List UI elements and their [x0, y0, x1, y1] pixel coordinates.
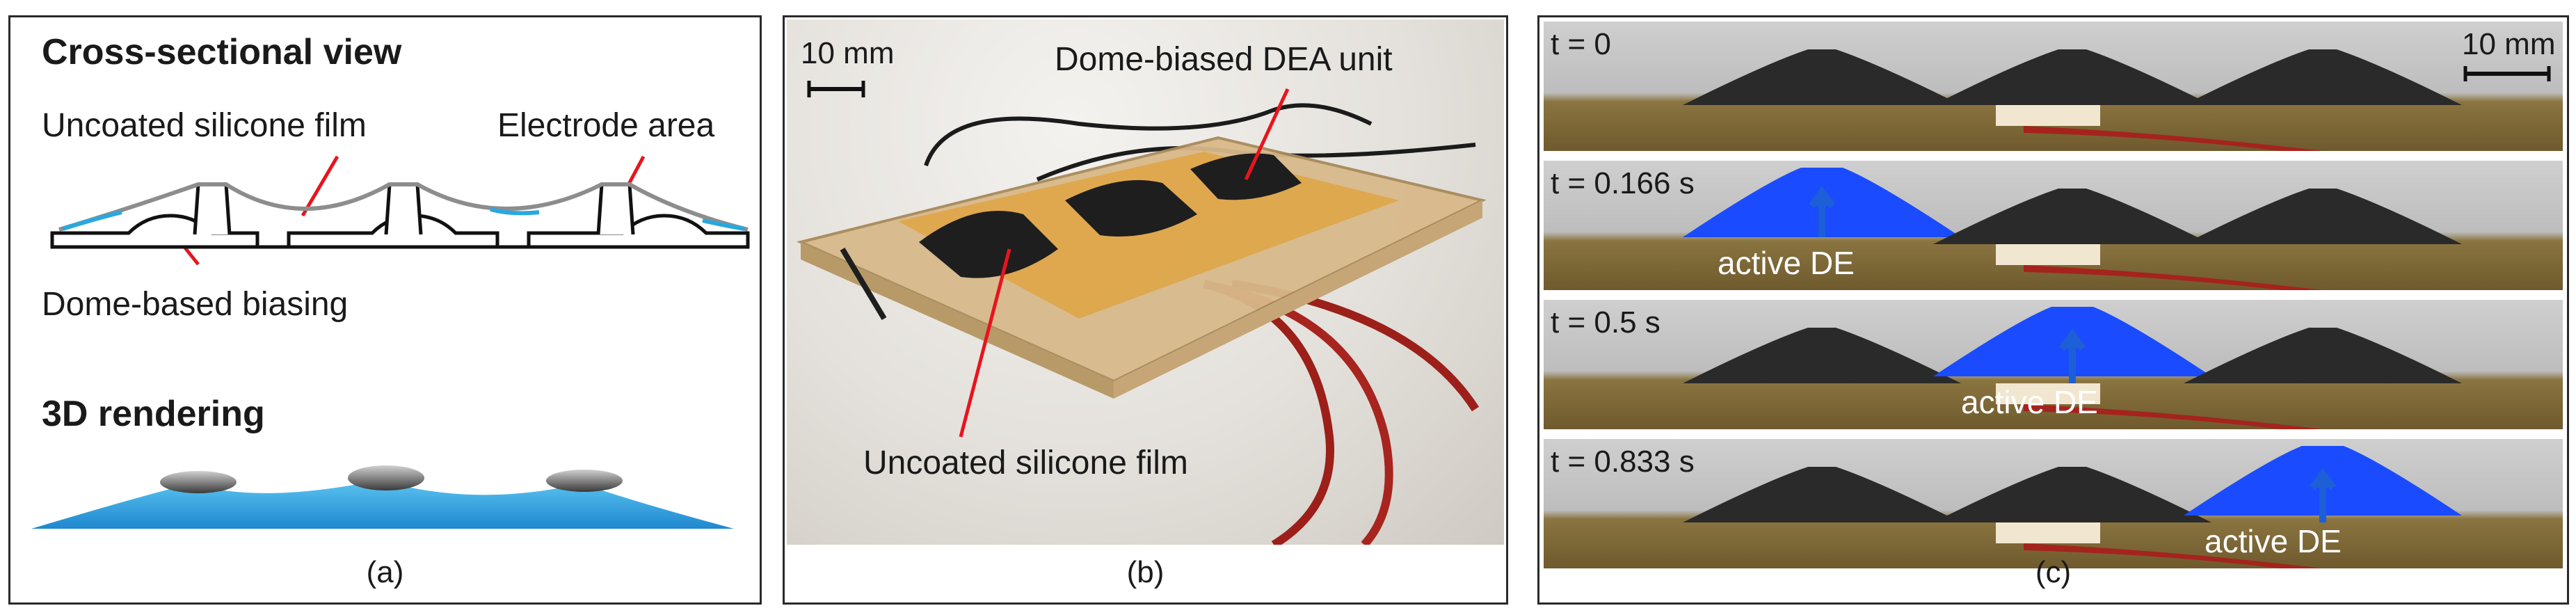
up-arrow-icon: [2059, 328, 2086, 383]
red-wires: [2024, 404, 2323, 429]
electrode-1: [1683, 49, 1961, 105]
panel-c: t = 0 10 mm t = 0.166 s active DE: [1537, 15, 2569, 605]
post-1: [193, 182, 232, 235]
dome-3: [546, 470, 623, 492]
red-wires: [2024, 126, 2323, 151]
scale-label-c: 10 mm: [2462, 27, 2556, 61]
electrode-1: [1683, 328, 1961, 383]
panel-a: Cross-sectional view Uncoated silicone f…: [8, 15, 762, 605]
scale-bar-c: [2463, 66, 2551, 81]
rendering-heading: 3D rendering: [42, 394, 265, 434]
dome-leader-line: [183, 246, 200, 266]
active-de-label: active DE: [1718, 245, 1855, 281]
electrode-2: [1933, 49, 2211, 105]
electrode-3: [2184, 328, 2462, 383]
time-label: t = 0.833 s: [1551, 445, 1695, 479]
dome-2: [348, 465, 424, 490]
electrode-3: [2184, 189, 2462, 244]
caption-a: (a): [366, 555, 404, 589]
electrode-3: [2184, 49, 2462, 105]
caption-c: (c): [2035, 555, 2072, 589]
up-arrow-icon: [2310, 468, 2336, 522]
frame-t0: t = 0 10 mm: [1544, 22, 2563, 151]
black-cable-1: [924, 103, 1373, 166]
caption-b: (b): [1126, 555, 1165, 589]
device-base-side: [1114, 200, 1482, 399]
post-2: [384, 182, 423, 235]
time-label: t = 0.5 s: [1551, 305, 1661, 340]
active-de-label: active DE: [2205, 523, 2342, 559]
cross-section-diagram: [50, 155, 750, 266]
electrode-segment-2: [490, 207, 540, 216]
red-wires: [2024, 543, 2323, 568]
3d-rendering: [31, 465, 734, 529]
post-3: [596, 182, 635, 235]
dome-1: [160, 471, 237, 493]
device-base-edge: [801, 242, 1114, 399]
uncoated-film-label-b: Uncoated silicone film: [863, 445, 1188, 481]
dea-unit-label: Dome-biased DEA unit: [1055, 41, 1393, 78]
time-label: t = 0: [1551, 27, 1611, 61]
frame-t1: t = 0.166 s active DE: [1544, 161, 2563, 290]
electrode-1: [1683, 467, 1961, 522]
device-photo: 10 mm Dome-biased DEA unit Uncoated sili…: [787, 19, 1504, 545]
connector: [1996, 105, 2100, 126]
time-label: t = 0.166 s: [1551, 166, 1695, 200]
cross-section-heading: Cross-sectional view: [42, 32, 402, 72]
electrode-2: [1065, 179, 1197, 237]
dark-strip: [840, 247, 887, 321]
electrode-segment-3: [702, 218, 745, 231]
uncoated-leader-line: [301, 155, 339, 217]
red-wires: [2024, 265, 2323, 290]
dome-biasing-label: Dome-based biasing: [42, 286, 349, 323]
frame-t2: t = 0.5 s active DE: [1544, 300, 2563, 429]
device-photo-drawing: [796, 81, 1487, 545]
frame-t3: t = 0.833 s active DE: [1544, 439, 2563, 568]
connector: [1996, 244, 2100, 265]
panel-b: 10 mm Dome-biased DEA unit Uncoated sili…: [783, 15, 1508, 605]
uncoated-film-label: Uncoated silicone film: [42, 107, 367, 144]
connector: [1996, 383, 2100, 404]
up-arrow-icon: [1809, 186, 1835, 237]
scale-label-b: 10 mm: [801, 36, 895, 70]
active-de-label: active DE: [1961, 384, 2098, 420]
electrode-2: [1933, 467, 2211, 522]
electrode-segment-1: [62, 210, 122, 231]
electrode-area-label: Electrode area: [497, 107, 715, 144]
silicone-membrane: [58, 182, 749, 232]
dea-leader-line: [1244, 88, 1290, 181]
uncoated-leader-line-b: [959, 248, 1011, 438]
connector: [1996, 522, 2100, 543]
electrode-2: [1933, 189, 2211, 244]
electrode-1: [919, 211, 1058, 278]
